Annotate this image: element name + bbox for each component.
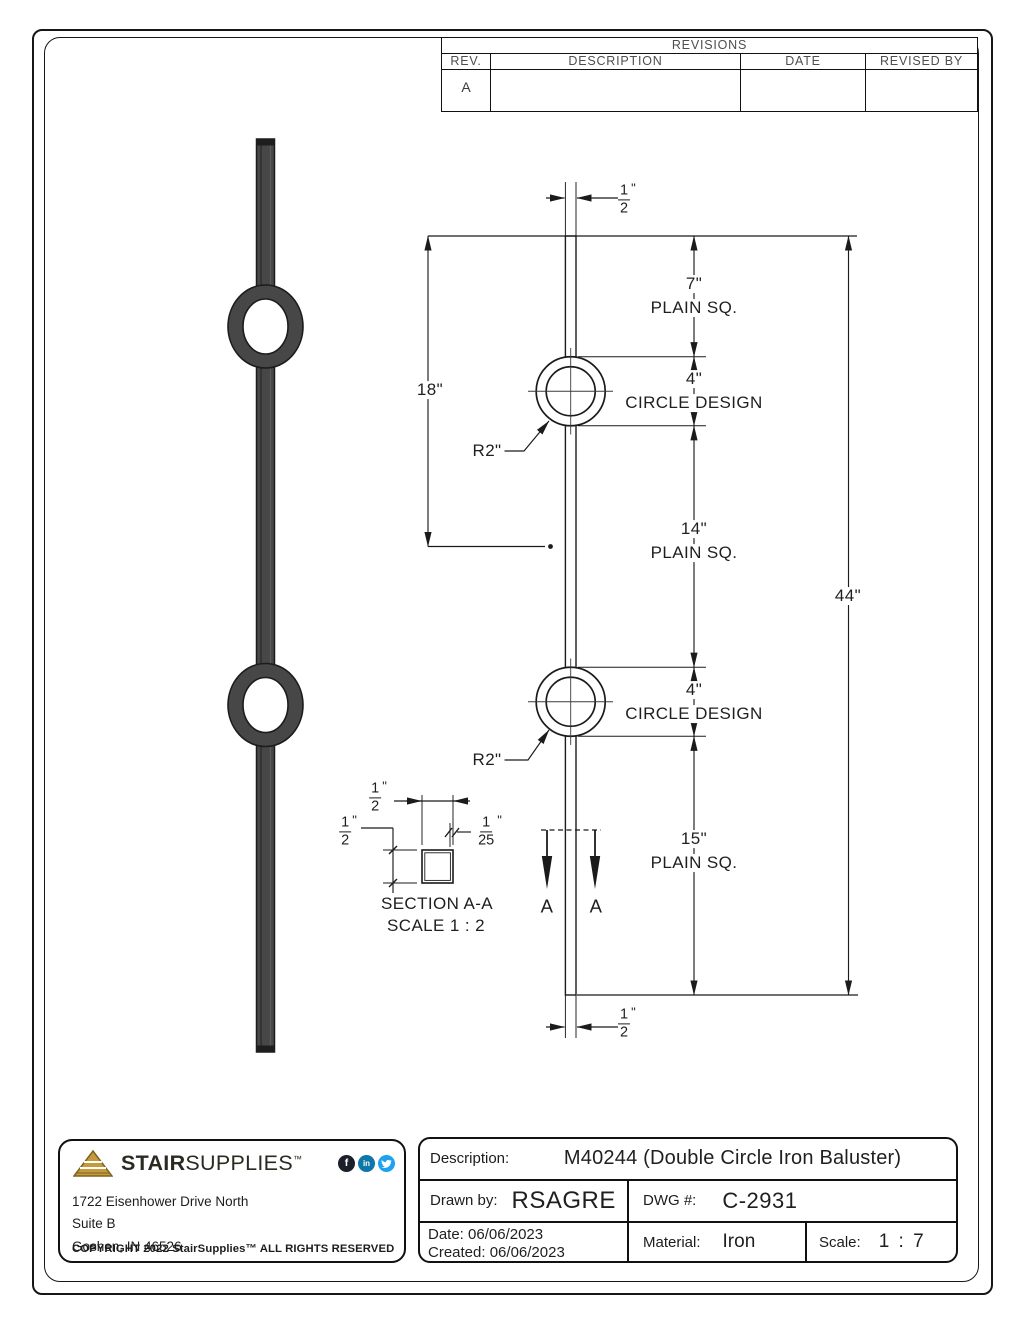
- revisions-row: A: [442, 70, 977, 111]
- drawn-by-label: Drawn by:: [430, 1192, 498, 1210]
- company-address: 1722 Eisenhower Drive North Suite B Gosh…: [72, 1191, 248, 1258]
- drawnby-dwg-row: Drawn by: RSAGRE DWG #: C-2931: [420, 1180, 956, 1223]
- date-material-scale-row: Date: 06/06/2023 Created: 06/06/2023 Mat…: [420, 1223, 956, 1261]
- dwg-number-label: DWG #:: [643, 1192, 697, 1210]
- title-block-info: Description: M40244 (Double Circle Iron …: [418, 1137, 958, 1263]
- revision-description-value: [491, 70, 741, 111]
- material-value: Iron: [722, 1231, 756, 1252]
- dim-7in-label: PLAIN SQ.: [647, 299, 741, 317]
- dim-44in: 44": [831, 587, 865, 605]
- address-line-2: Suite B: [72, 1216, 116, 1232]
- dim-15in-label: PLAIN SQ.: [647, 854, 741, 872]
- created-line: Created: 06/06/2023: [428, 1243, 565, 1261]
- dim-circle-design-bottom-label: CIRCLE DESIGN: [622, 705, 766, 723]
- revision-date-value: [741, 70, 866, 111]
- dim-4in-bottom: 4": [682, 681, 706, 699]
- facebook-icon: f: [338, 1155, 355, 1172]
- baluster-2d-view: [528, 235, 613, 996]
- dimension-lines: [424, 182, 858, 1038]
- baluster-3d-render: [227, 138, 304, 1053]
- copyright-text: COPYRIGHT 2022 StairSupplies™ ALL RIGHTS…: [72, 1243, 395, 1255]
- dwg-number-value: C-2931: [722, 1187, 798, 1213]
- revisions-col-rev: REV.: [442, 54, 491, 69]
- dim-18in: 18": [413, 381, 447, 399]
- dim-4in-top: 4": [682, 370, 706, 388]
- twitter-icon: [378, 1155, 395, 1172]
- material-label: Material:: [643, 1233, 701, 1251]
- scale-label: Scale:: [819, 1233, 861, 1251]
- revisions-header: REV. DESCRIPTION DATE REVISED BY: [442, 54, 977, 70]
- dim-r2-bottom: R2": [469, 751, 505, 769]
- dim-15in: 15": [677, 830, 711, 848]
- drawn-by-value: RSAGRE: [511, 1186, 616, 1214]
- logo-row: STAIRSUPPLIES™ f in: [73, 1150, 395, 1177]
- revision-revised-by-value: [866, 70, 977, 111]
- revisions-col-description: DESCRIPTION: [491, 54, 741, 69]
- revision-rev-value: A: [442, 70, 491, 111]
- dim-7in: 7": [682, 275, 706, 293]
- sheet-border-outer: [32, 29, 993, 1295]
- section-title: SECTION A-A: [377, 895, 497, 913]
- dim-circle-design-top-label: CIRCLE DESIGN: [622, 394, 766, 412]
- dim-14in: 14": [677, 520, 711, 538]
- revisions-table: REVISIONS REV. DESCRIPTION DATE REVISED …: [441, 37, 978, 112]
- revisions-title: REVISIONS: [442, 38, 977, 54]
- scale-value: 1 : 7: [878, 1231, 926, 1252]
- dim-r2-top: R2": [469, 442, 505, 460]
- description-label: Description:: [430, 1150, 510, 1168]
- section-scale: SCALE 1 : 2: [384, 917, 488, 935]
- revisions-col-revised-by: REVISED BY: [879, 54, 964, 68]
- revisions-col-date: DATE: [741, 54, 866, 69]
- address-line-3: Goshen, IN 46526: [72, 1238, 182, 1254]
- section-view: [361, 795, 601, 893]
- cut-label-a-right: A: [586, 896, 606, 916]
- material-cell: Material: Iron: [629, 1223, 807, 1261]
- stairsupplies-logo-icon: [73, 1150, 113, 1177]
- brand-name: STAIRSUPPLIES™: [121, 1151, 303, 1175]
- date-line: Date: 06/06/2023: [428, 1226, 544, 1243]
- description-row: Description: M40244 (Double Circle Iron …: [420, 1139, 956, 1181]
- dwg-number-cell: DWG #: C-2931: [629, 1181, 956, 1221]
- cut-label-a-left: A: [537, 896, 557, 916]
- dates-cell: Date: 06/06/2023 Created: 06/06/2023: [420, 1223, 629, 1261]
- social-icons: f in: [338, 1155, 395, 1172]
- description-value: M40244 (Double Circle Iron Baluster): [563, 1147, 902, 1170]
- dim-14in-label: PLAIN SQ.: [647, 544, 741, 562]
- linkedin-icon: in: [358, 1155, 375, 1172]
- scale-cell: Scale: 1 : 7: [807, 1223, 956, 1261]
- drawn-by-cell: Drawn by: RSAGRE: [420, 1180, 629, 1221]
- address-line-1: 1722 Eisenhower Drive North: [72, 1194, 249, 1209]
- title-block-company: STAIRSUPPLIES™ f in 1722 Eisenhower Driv…: [58, 1139, 406, 1263]
